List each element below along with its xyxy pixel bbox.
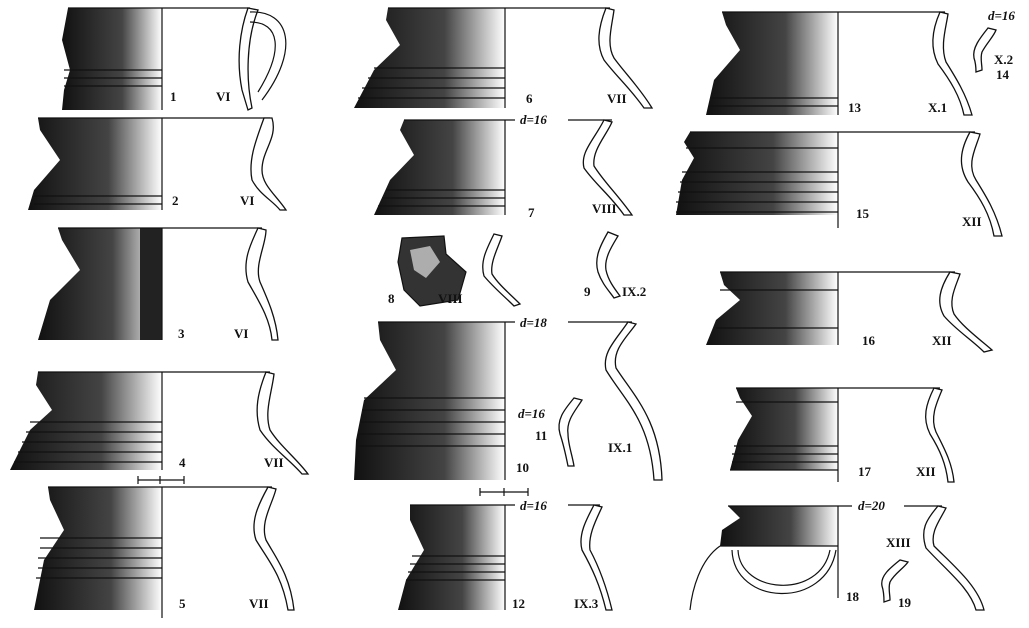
figure-number: 13 bbox=[848, 100, 862, 115]
type-label: VIII bbox=[592, 201, 617, 216]
vessel-profile bbox=[582, 119, 634, 216]
vessel-profile bbox=[250, 117, 288, 211]
handle bbox=[737, 549, 831, 586]
type-label: XII bbox=[932, 333, 952, 348]
figure-number: 3 bbox=[178, 326, 185, 341]
figure-16 bbox=[706, 271, 994, 353]
diameter-label: d=18 bbox=[520, 315, 547, 330]
vessel-surface bbox=[354, 8, 505, 108]
type-label: IX.1 bbox=[608, 440, 632, 455]
figure-number: 1 bbox=[170, 89, 177, 104]
diameter-label: d=16 bbox=[518, 406, 545, 421]
vessel-profile bbox=[604, 321, 663, 481]
type-label: IX.3 bbox=[574, 596, 599, 611]
vessel-profile bbox=[923, 505, 985, 611]
figure-7 bbox=[374, 119, 634, 216]
vessel-surface bbox=[354, 322, 505, 480]
figure-number: 15 bbox=[856, 206, 870, 221]
figure-19 bbox=[881, 559, 910, 603]
figure-number: 14 bbox=[996, 67, 1010, 82]
figure-4 bbox=[10, 371, 310, 484]
vessel-surface bbox=[374, 120, 505, 215]
type-label: VI bbox=[234, 326, 248, 341]
type-label: X.2 bbox=[994, 52, 1013, 67]
vessel-surface bbox=[398, 505, 505, 610]
diameter-label: d=20 bbox=[858, 498, 885, 513]
diameter-label: d=16 bbox=[988, 8, 1015, 23]
scale-bar bbox=[479, 488, 529, 496]
vessel-profile bbox=[253, 486, 295, 611]
vessel-profile bbox=[598, 7, 654, 109]
vessel-profile bbox=[939, 271, 994, 353]
type-label: VII bbox=[607, 91, 627, 106]
vessel-surface bbox=[676, 132, 838, 215]
figure-12 bbox=[398, 504, 613, 611]
type-label: VIII bbox=[438, 291, 463, 306]
vessel-profile bbox=[256, 371, 310, 475]
figure-number: 19 bbox=[898, 595, 912, 610]
vessel-profile bbox=[558, 397, 584, 467]
figure-9 bbox=[596, 231, 622, 299]
diameter-label: d=16 bbox=[520, 498, 547, 513]
vessel-profile bbox=[973, 27, 997, 73]
figure-number: 12 bbox=[512, 596, 525, 611]
vessel-profile bbox=[580, 504, 613, 611]
figure-3 bbox=[38, 227, 279, 341]
figure-number: 11 bbox=[535, 428, 547, 443]
figure-number: 8 bbox=[388, 291, 395, 306]
figure-8 bbox=[397, 233, 522, 307]
type-label: XIII bbox=[886, 535, 911, 550]
figure-14 bbox=[973, 27, 997, 73]
type-label: VII bbox=[264, 455, 284, 470]
vessel-surface bbox=[730, 388, 838, 470]
scale-bar bbox=[137, 476, 185, 484]
figure-17 bbox=[730, 387, 955, 483]
figure-1 bbox=[62, 7, 287, 111]
vessel-surface bbox=[28, 118, 162, 210]
handle bbox=[249, 11, 287, 101]
vessel-profile bbox=[596, 231, 622, 299]
figure-number: 10 bbox=[516, 460, 529, 475]
vessel-profile bbox=[960, 131, 1003, 237]
diameter-label: d=16 bbox=[520, 112, 547, 127]
vessel-profile bbox=[245, 227, 279, 341]
figure-10 bbox=[354, 321, 663, 496]
vessel-profile bbox=[238, 7, 259, 111]
vessel-profile bbox=[881, 559, 910, 603]
figure-number: 2 bbox=[172, 193, 179, 208]
figure-18 bbox=[689, 505, 985, 611]
type-label: VI bbox=[216, 89, 230, 104]
figure-number: 7 bbox=[528, 205, 535, 220]
figure-number: 16 bbox=[862, 333, 876, 348]
vessel-profile bbox=[482, 233, 522, 307]
type-label: IX.2 bbox=[622, 284, 646, 299]
vessel-surface bbox=[720, 506, 838, 546]
vessel-surface bbox=[38, 228, 162, 340]
type-label: VI bbox=[240, 193, 254, 208]
vessel-profile bbox=[924, 387, 955, 483]
figure-2 bbox=[28, 117, 288, 211]
vessel-surface bbox=[10, 372, 162, 470]
figure-number: 5 bbox=[179, 596, 186, 611]
vessel-surface bbox=[62, 8, 162, 110]
figure-number: 17 bbox=[858, 464, 872, 479]
type-label: VII bbox=[249, 596, 269, 611]
figure-13 bbox=[706, 11, 973, 116]
type-label: X.1 bbox=[928, 100, 947, 115]
figure-number: 6 bbox=[526, 91, 533, 106]
type-label: XII bbox=[962, 214, 982, 229]
type-label: XII bbox=[916, 464, 936, 479]
figure-6 bbox=[354, 7, 654, 109]
figure-number: 4 bbox=[179, 455, 186, 470]
figure-number: 9 bbox=[584, 284, 591, 299]
figure-5 bbox=[34, 486, 295, 618]
figure-number: 18 bbox=[846, 589, 860, 604]
vessel-profile bbox=[932, 11, 973, 116]
figure-11 bbox=[558, 397, 584, 467]
figure-15 bbox=[676, 131, 1003, 237]
vessel-surface bbox=[706, 12, 838, 115]
vessel-surface bbox=[706, 272, 838, 345]
